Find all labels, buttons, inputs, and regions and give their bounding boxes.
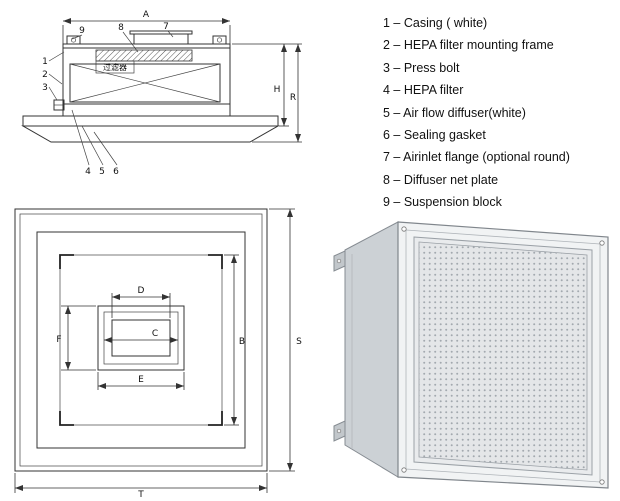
product-mounting-bracket-top (333, 250, 346, 272)
product-perforation-dots (419, 242, 587, 470)
legend-item-2: 2 – HEPA filter mounting frame (383, 38, 554, 53)
legend-item-9: 9 – Suspension block (383, 195, 502, 210)
product-casing-side (344, 221, 399, 478)
dim-C-label: C (152, 329, 158, 339)
dim-H: H (232, 43, 302, 127)
legend-item-1: 1 – Casing ( white) (383, 16, 488, 30)
dim-D: D (111, 286, 171, 318)
callout-3: 3 (42, 83, 48, 93)
air-flow-diffuser-section (21, 104, 280, 143)
suspension-block-left (66, 35, 81, 45)
callout-8: 8 (118, 23, 124, 33)
dim-T: T (14, 473, 268, 500)
legend-item-6: 6 – Sealing gasket (383, 128, 486, 143)
dim-F-label: F (56, 335, 61, 345)
diffuser-face-outline (36, 231, 246, 449)
dim-R: R (252, 44, 302, 143)
dim-S-label: S (296, 337, 302, 347)
casing-outline (14, 208, 268, 472)
product-photo (333, 221, 609, 489)
hepa-filter-section (69, 63, 221, 103)
callout-2: 2 (42, 70, 48, 80)
callout-1: 1 (42, 57, 48, 67)
filter-stamp: 过滤器 (95, 60, 135, 74)
filter-stamp-label: 过滤器 (103, 62, 127, 72)
callout-5: 5 (99, 167, 105, 177)
dim-A: A (62, 10, 231, 46)
plan-view-drawing: D C E F B S (14, 208, 302, 500)
suspension-block-right (212, 35, 227, 45)
dim-B-label: B (239, 337, 245, 347)
product-mounting-bracket-bottom (333, 420, 346, 442)
product-corner-screws (401, 226, 605, 485)
press-bolt-detail (53, 99, 65, 111)
dim-H-label: H (274, 85, 281, 95)
callouts: 9 8 7 1 2 3 4 5 6 (42, 22, 174, 177)
callout-4: 4 (85, 167, 91, 177)
dim-E-label: E (138, 375, 144, 385)
dim-T-label: T (137, 490, 144, 500)
air-inlet-flange (129, 30, 193, 45)
legend-item-8: 8 – Diffuser net plate (383, 172, 499, 187)
dim-A-label: A (143, 10, 150, 20)
legend-item-3: 3 – Press bolt (383, 60, 460, 75)
dim-R-label: R (290, 93, 296, 103)
callout-6: 6 (113, 167, 119, 177)
legend-item-4: 4 – HEPA filter (383, 83, 464, 98)
legend-item-7: 7 – Airinlet flange (optional round) (383, 150, 570, 165)
filter-frame-outline (59, 254, 223, 426)
legend: 1 – Casing ( white) 2 – HEPA filter moun… (383, 12, 618, 214)
legend-item-5: 5 – Air flow diffuser(white) (383, 105, 526, 120)
inlet-collar-outline (97, 305, 185, 371)
dim-E: E (97, 372, 185, 390)
dim-B: B (224, 254, 245, 426)
dim-D-label: D (138, 286, 145, 296)
dim-F: F (56, 305, 96, 371)
casing-section: 过滤器 (53, 30, 231, 111)
callout-9: 9 (79, 26, 85, 36)
dim-C: C (104, 329, 178, 343)
dim-S: S (269, 208, 302, 472)
callout-7: 7 (163, 22, 169, 32)
section-view-drawing: A 过滤器 (21, 10, 302, 177)
diffuser-net-plate-section (95, 49, 193, 62)
